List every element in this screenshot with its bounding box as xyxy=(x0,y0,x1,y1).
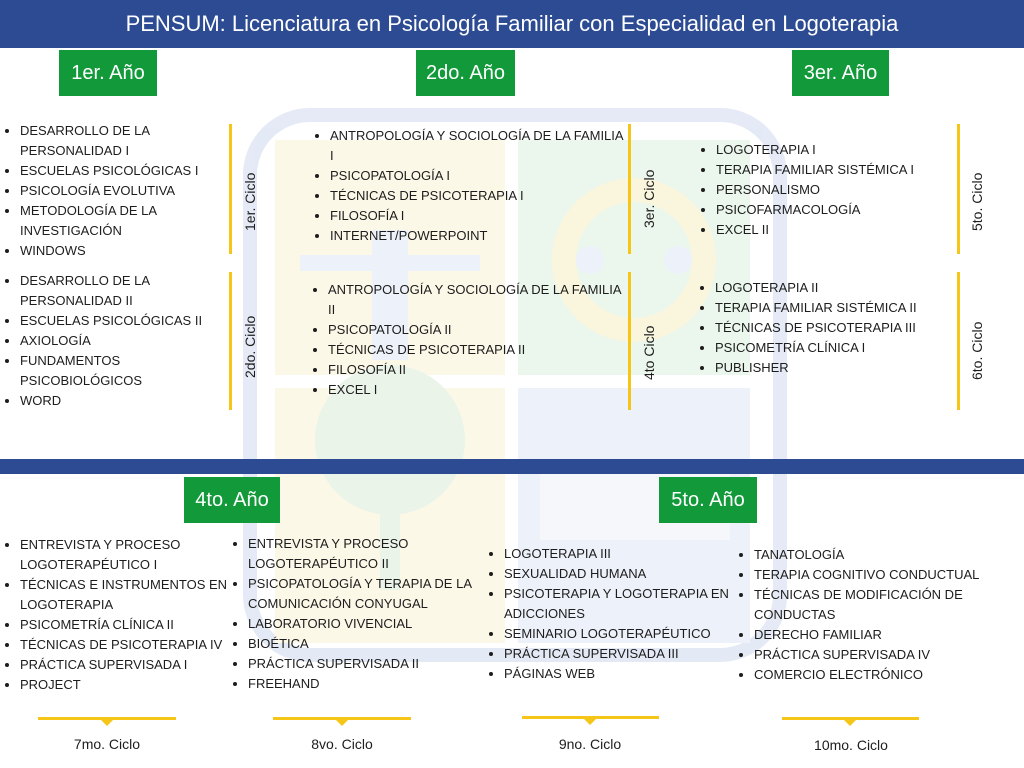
course-item: TERAPIA FAMILIAR SISTÉMICA II xyxy=(715,298,965,318)
cycle-10-tick xyxy=(844,720,856,726)
cycle-7-marker xyxy=(38,717,176,720)
course-item: SEXUALIDAD HUMANA xyxy=(504,564,744,584)
course-item: WORD xyxy=(20,391,225,411)
course-item: FILOSOFÍA II xyxy=(328,360,628,380)
year-label-5: 5to. Año xyxy=(659,477,757,523)
course-item: FREEHAND xyxy=(248,674,488,694)
course-item: ENTREVISTA Y PROCESO LOGOTERAPÉUTICO II xyxy=(248,534,488,574)
course-item: LOGOTERAPIA II xyxy=(715,278,965,298)
course-item: EXCEL II xyxy=(716,220,966,240)
cycle-label-5: 5to. Ciclo xyxy=(969,172,985,231)
course-list-cycle-8: ENTREVISTA Y PROCESO LOGOTERAPÉUTICO II … xyxy=(228,534,488,694)
course-item: LOGOTERAPIA III xyxy=(504,544,744,564)
course-item: PRÁCTICA SUPERVISADA I xyxy=(20,655,242,675)
course-item: FUNDAMENTOS PSICOBIOLÓGICOS xyxy=(20,351,225,391)
course-item: TÉCNICAS E INSTRUMENTOS EN LOGOTERAPIA xyxy=(20,575,242,615)
year-label-3: 3er. Año xyxy=(792,50,889,96)
course-list-cycle-2: DESARROLLO DE LA PERSONALIDAD II ESCUELA… xyxy=(0,271,225,411)
course-item: PUBLISHER xyxy=(715,358,965,378)
course-item: COMERCIO ELECTRÓNICO xyxy=(754,665,1024,685)
course-item: TERAPIA COGNITIVO CONDUCTUAL xyxy=(754,565,1024,585)
course-item: PSICOPATOLOGÍA I xyxy=(330,166,630,186)
course-item: FILOSOFÍA I xyxy=(330,206,630,226)
course-item: PSICOLOGÍA EVOLUTIVA xyxy=(20,181,225,201)
course-item: ANTROPOLOGÍA Y SOCIOLOGÍA DE LA FAMILIA … xyxy=(328,280,628,320)
course-item: DESARROLLO DE LA PERSONALIDAD I xyxy=(20,121,225,161)
header-bar xyxy=(0,0,1024,48)
course-item: AXIOLOGÍA xyxy=(20,331,225,351)
cycle-label-7: 7mo. Ciclo xyxy=(73,736,141,752)
course-item: PSICOMETRÍA CLÍNICA II xyxy=(20,615,242,635)
course-item: PSICOFARMACOLOGÍA xyxy=(716,200,966,220)
course-list-cycle-1: DESARROLLO DE LA PERSONALIDAD I ESCUELAS… xyxy=(0,121,225,261)
course-item: PSICOMETRÍA CLÍNICA I xyxy=(715,338,965,358)
course-item: METODOLOGÍA DE LA INVESTIGACIÓN xyxy=(20,201,225,241)
course-item: DERECHO FAMILIAR xyxy=(754,625,1024,645)
course-item: SEMINARIO LOGOTERAPÉUTICO xyxy=(504,624,744,644)
course-item: ANTROPOLOGÍA Y SOCIOLOGÍA DE LA FAMILIA … xyxy=(330,126,630,166)
course-item: PRÁCTICA SUPERVISADA IV xyxy=(754,645,1024,665)
course-item: TÉCNICAS DE PSICOTERAPIA IV xyxy=(20,635,242,655)
divider-bar xyxy=(0,459,1024,474)
cycle-3-marker xyxy=(628,124,631,254)
course-item: TERAPIA FAMILIAR SISTÉMICA I xyxy=(716,160,966,180)
cycle-2-marker xyxy=(229,272,232,410)
course-item: PERSONALISMO xyxy=(716,180,966,200)
course-list-cycle-10: TANATOLOGÍA TERAPIA COGNITIVO CONDUCTUAL… xyxy=(734,545,1024,685)
cycle-7-tick xyxy=(101,720,113,726)
course-item: ESCUELAS PSICOLÓGICAS II xyxy=(20,311,225,331)
course-list-cycle-4: ANTROPOLOGÍA Y SOCIOLOGÍA DE LA FAMILIA … xyxy=(308,280,628,400)
course-list-cycle-9: LOGOTERAPIA III SEXUALIDAD HUMANA PSICOT… xyxy=(484,544,744,684)
course-item: PROJECT xyxy=(20,675,242,695)
cycle-6-marker xyxy=(957,272,960,410)
cycle-10-marker xyxy=(782,717,919,720)
course-item: PSICOTERAPIA Y LOGOTERAPIA EN ADICCIONES xyxy=(504,584,744,624)
course-item: LOGOTERAPIA I xyxy=(716,140,966,160)
course-item: INTERNET/POWERPOINT xyxy=(330,226,630,246)
course-item: TÉCNICAS DE PSICOTERAPIA I xyxy=(330,186,630,206)
course-list-cycle-6: LOGOTERAPIA II TERAPIA FAMILIAR SISTÉMIC… xyxy=(695,278,965,378)
course-list-cycle-5: LOGOTERAPIA I TERAPIA FAMILIAR SISTÉMICA… xyxy=(696,140,966,240)
course-item: PÁGINAS WEB xyxy=(504,664,744,684)
cycle-9-marker xyxy=(522,716,659,719)
course-list-cycle-7: ENTREVISTA Y PROCESO LOGOTERAPÉUTICO I T… xyxy=(0,535,242,695)
cycle-label-1: 1er. Ciclo xyxy=(242,172,258,231)
course-item: PSICOPATOLOGÍA II xyxy=(328,320,628,340)
course-item: BIOÉTICA xyxy=(248,634,488,654)
cycle-label-2: 2do. Ciclo xyxy=(242,315,258,378)
course-item: PRÁCTICA SUPERVISADA II xyxy=(248,654,488,674)
page-title: PENSUM: Licenciatura en Psicología Famil… xyxy=(125,11,899,36)
course-item: PRÁCTICA SUPERVISADA III xyxy=(504,644,744,664)
cycle-5-marker xyxy=(957,124,960,254)
course-item: EXCEL I xyxy=(328,380,628,400)
cycle-label-9: 9no. Ciclo xyxy=(558,736,622,752)
course-item: TÉCNICAS DE PSICOTERAPIA III xyxy=(715,318,965,338)
cycle-label-8: 8vo. Ciclo xyxy=(311,736,373,752)
course-item: TÉCNICAS DE PSICOTERAPIA II xyxy=(328,340,628,360)
year-label-2: 2do. Año xyxy=(416,50,515,96)
course-item: TANATOLOGÍA xyxy=(754,545,1024,565)
cycle-9-tick xyxy=(584,719,596,725)
cycle-4-marker xyxy=(628,272,631,410)
course-item: LABORATORIO VIVENCIAL xyxy=(248,614,488,634)
course-item: ENTREVISTA Y PROCESO LOGOTERAPÉUTICO I xyxy=(20,535,242,575)
cycle-label-6: 6to. Ciclo xyxy=(969,321,985,380)
cycle-label-4: 4to Ciclo xyxy=(641,325,657,380)
course-item: PSICOPATOLOGÍA Y TERAPIA DE LA COMUNICAC… xyxy=(248,574,488,614)
course-item: DESARROLLO DE LA PERSONALIDAD II xyxy=(20,271,225,311)
cycle-label-3: 3er. Ciclo xyxy=(641,169,657,228)
course-list-cycle-3: ANTROPOLOGÍA Y SOCIOLOGÍA DE LA FAMILIA … xyxy=(310,126,630,246)
cycle-1-marker xyxy=(229,124,232,254)
cycle-8-marker xyxy=(273,717,411,720)
cycle-8-tick xyxy=(336,720,348,726)
course-item: WINDOWS xyxy=(20,241,225,261)
cycle-label-10: 10mo. Ciclo xyxy=(814,737,888,753)
year-label-4: 4to. Año xyxy=(184,477,280,523)
course-item: TÉCNICAS DE MODIFICACIÓN DE CONDUCTAS xyxy=(754,585,1024,625)
course-item: ESCUELAS PSICOLÓGICAS I xyxy=(20,161,225,181)
year-label-1: 1er. Año xyxy=(59,50,157,96)
